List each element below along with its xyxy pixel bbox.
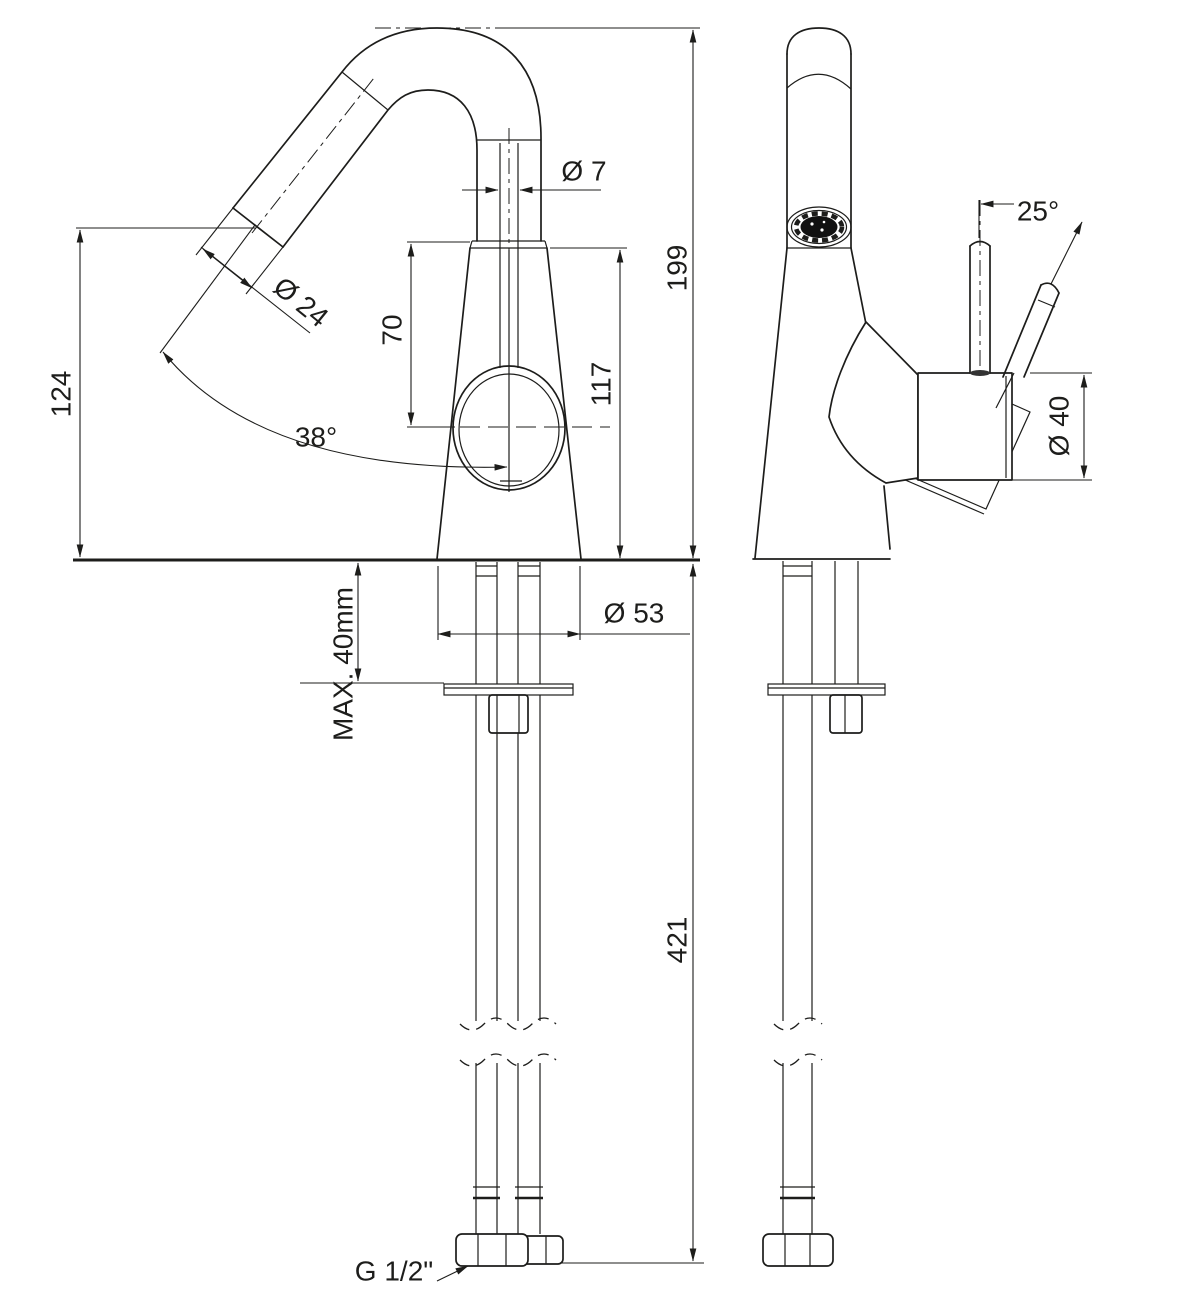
dimensions-front: 199 421 124 Ø 24 38° Ø 7 <box>46 27 704 1287</box>
under-deck-side <box>762 561 886 1267</box>
pipe-break-lower <box>459 1053 557 1067</box>
front-view: 199 421 124 Ø 24 38° Ø 7 <box>46 27 704 1287</box>
dim-label-handle-angle: 25° <box>1017 196 1059 227</box>
spout-outline <box>232 27 542 248</box>
dim-label-spout-diameter: Ø 24 <box>268 271 335 333</box>
dim-label-below-deck-length: 421 <box>662 917 693 964</box>
mounting-flange <box>443 683 574 696</box>
dim-38-arc <box>162 351 508 471</box>
dim-label-max-deck-thickness: MAX. 40mm <box>328 587 359 741</box>
dim-label-total-height: 199 <box>662 245 693 292</box>
pipe-break-upper <box>459 1017 557 1031</box>
aerator <box>786 206 852 248</box>
dim-g12-leader <box>436 1265 469 1282</box>
dim-label-handle-diameter: Ø 40 <box>1044 396 1075 457</box>
dim-25-slant <box>1050 221 1083 285</box>
dimensions-side: 25° Ø 40 <box>978 196 1092 481</box>
under-deck-front <box>443 562 574 1267</box>
dim-label-body-height: 117 <box>586 362 617 407</box>
pipe-break-upper-side <box>773 1017 823 1031</box>
dim-label-outlet-height: 124 <box>46 371 77 418</box>
hose-rod <box>499 128 519 492</box>
dim-label-hose-diameter: Ø 7 <box>561 156 606 187</box>
spout-axis-centerline <box>251 77 375 234</box>
dim-o24-arrows <box>202 248 253 289</box>
handle-lever-tilted <box>995 282 1060 409</box>
dim-label-spout-angle: 38° <box>295 422 337 453</box>
body-cone-side <box>752 247 891 560</box>
handle-lever-vertical <box>969 200 991 376</box>
side-view: 25° Ø 40 <box>752 27 1092 1267</box>
mounting-flange-side <box>767 683 886 696</box>
dim-label-outlet-to-ball: 70 <box>377 314 408 345</box>
mounting-nut-side <box>829 694 863 734</box>
hose-end-fittings <box>455 1233 564 1267</box>
hose-end-fitting-side <box>762 1233 834 1267</box>
pipe-break-lower-side <box>773 1053 823 1067</box>
dim-label-base-diameter: Ø 53 <box>604 598 665 629</box>
spout-column <box>786 27 852 249</box>
mounting-nut <box>488 694 529 734</box>
rod-socket <box>970 370 990 376</box>
valve-housing <box>917 372 1013 481</box>
dim-label-inlet-thread: G 1/2" <box>355 1256 433 1287</box>
junction-wedge <box>828 321 919 484</box>
